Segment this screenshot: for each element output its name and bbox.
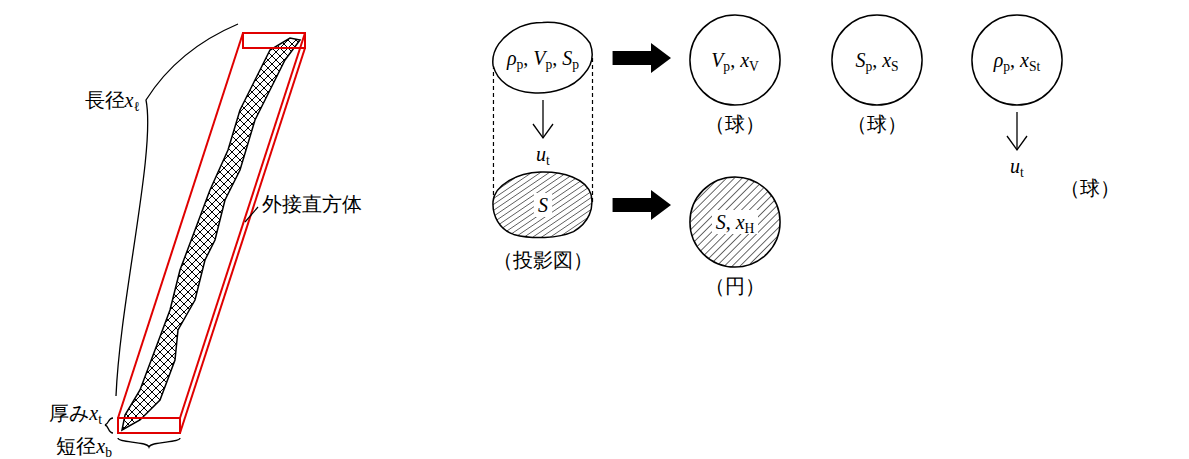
symbol: S [562, 47, 572, 69]
node-label: ρp, xSt [994, 48, 1041, 72]
length-brace [116, 24, 238, 396]
symbol: x [736, 211, 745, 233]
subscript: b [105, 445, 112, 459]
text-run: , [726, 211, 736, 233]
text-run: 厚み [49, 401, 89, 425]
text-run: （投影図） [493, 248, 593, 272]
subscript: p [1003, 59, 1010, 74]
subscript: t [98, 412, 102, 427]
projection-line [592, 58, 593, 205]
text-run: 長径 [85, 88, 125, 112]
text-run: （円） [705, 274, 765, 298]
symbol: u [1010, 155, 1020, 177]
shape-caption: （球） [1060, 176, 1120, 200]
subscript: p [546, 57, 553, 72]
subscript: p [572, 57, 579, 72]
subscript: V [749, 59, 759, 74]
equivalent-sphere: ρp, xSt [971, 14, 1063, 106]
shape-caption: （円） [705, 274, 765, 298]
block-arrow [613, 190, 671, 220]
text-run: , [1010, 49, 1020, 71]
block-arrow [613, 43, 671, 73]
breadth-brace [118, 438, 180, 447]
symbol: x [89, 402, 98, 424]
node-text: ρp, Vp, Sp [507, 46, 579, 70]
text-run: （球） [705, 112, 765, 136]
node-text: Sp, xS [855, 48, 898, 72]
node-label: Vp, xV [711, 48, 759, 72]
subscript: S [891, 59, 899, 74]
symbol: S [538, 194, 548, 216]
projected-area: S [491, 170, 594, 240]
symbol: V [533, 47, 545, 69]
subscript: p [865, 59, 872, 74]
symbol: u [536, 143, 546, 165]
subscript: p [723, 59, 730, 74]
symbol: S [716, 211, 726, 233]
dimension-label: 長径xℓ [85, 88, 140, 112]
symbol: x [96, 435, 105, 457]
settling-arrow [533, 100, 553, 138]
bounding-box [118, 33, 305, 433]
node-label: S, xH [712, 210, 759, 234]
text-run: , [523, 47, 533, 69]
symbol: x [740, 49, 749, 71]
symbol: ρ [994, 49, 1004, 71]
symbol: V [711, 49, 723, 71]
node-label: ρp, Vp, Sp [507, 46, 579, 70]
subscript: H [745, 221, 755, 236]
thickness-brace [105, 418, 113, 433]
shape-caption: （球） [847, 112, 907, 136]
shape-caption: （投影図） [493, 248, 593, 272]
node-text: ρp, xSt [994, 48, 1041, 72]
text-run: （球） [1060, 176, 1120, 200]
leader-line [245, 207, 258, 222]
dimension-label: 短径xb [56, 434, 112, 458]
subscript: t [546, 153, 550, 168]
text-run: 短径 [56, 434, 96, 458]
subscript: p [516, 57, 523, 72]
symbol: ρ [507, 47, 517, 69]
velocity-label: ut [1010, 154, 1024, 178]
subscript: St [1029, 59, 1040, 74]
node-text: S, xH [712, 210, 759, 234]
symbol: x [125, 89, 134, 111]
node-text: S [534, 193, 552, 217]
settling-arrow [1007, 112, 1027, 150]
text-run: , [552, 47, 562, 69]
dimension-label: 厚みxt [49, 401, 102, 425]
text-run: , [872, 49, 882, 71]
velocity-label: ut [536, 142, 550, 166]
text-run: （球） [847, 112, 907, 136]
equivalent-circle: S, xH [689, 176, 781, 268]
symbol: S [855, 49, 865, 71]
equivalent-sphere: Vp, xV [689, 14, 781, 106]
equivalent-sphere: Sp, xS [831, 14, 923, 106]
node-label: S [534, 193, 552, 217]
subscript: ℓ [133, 99, 140, 114]
node-text: Vp, xV [711, 48, 759, 72]
symbol: x [1020, 49, 1029, 71]
subscript: t [1020, 165, 1024, 180]
projection-line [493, 58, 494, 205]
text-run: 外接直方体 [262, 192, 362, 216]
part-label: 外接直方体 [262, 192, 362, 216]
shape-caption: （球） [705, 112, 765, 136]
symbol: x [882, 49, 891, 71]
text-run: , [730, 49, 740, 71]
node-label: Sp, xS [855, 48, 898, 72]
particle-shape: ρp, Vp, Sp [491, 21, 594, 95]
